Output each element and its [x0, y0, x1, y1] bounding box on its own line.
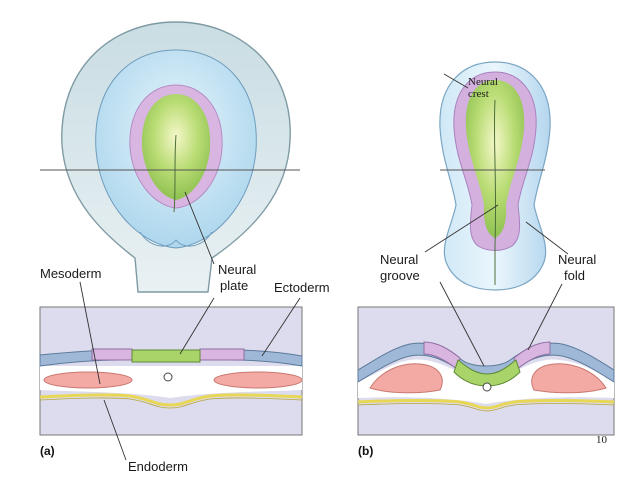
page-number: 10 [596, 434, 608, 446]
cross-section-a-endoderm-edge [39, 397, 303, 409]
leader-neural-groove-section [439, 281, 485, 367]
label-neural-fold-line1: Neural [558, 252, 596, 267]
leader-neural-fold-section [527, 283, 563, 351]
leader-neural-plate-embryo [184, 191, 215, 265]
label-neural-crest-line2: crest [468, 88, 489, 100]
leader-lines [79, 73, 569, 461]
cross-section-a-crest-left [91, 348, 133, 361]
leader-neural-groove-embryo [424, 204, 499, 253]
embryo-b [439, 61, 551, 291]
cross-section-a-crest-right [199, 348, 245, 361]
cross-section-b-mesoderm-left [369, 363, 443, 394]
leader-mesoderm [79, 281, 101, 385]
leader-ectoderm [261, 297, 301, 357]
cross-section-a-mesoderm-right [213, 371, 303, 389]
cross-section-b-mesoderm-right [531, 363, 607, 394]
panel-label-a: (a) [40, 444, 55, 458]
label-mesoderm: Mesoderm [40, 266, 101, 281]
label-neural-plate-line2: plate [220, 278, 248, 293]
leader-neural-crest [443, 73, 469, 89]
cross-section-a-mesoderm-left [43, 371, 133, 389]
cross-section-b-endoderm-edge [357, 403, 615, 412]
label-neural-plate-line1: Neural [218, 262, 256, 277]
cross-section-a-notochord [163, 372, 173, 382]
cross-section-b-neural-groove [453, 359, 521, 387]
leader-neural-fold-embryo [525, 221, 569, 255]
embryo-a-midline [173, 134, 177, 213]
embryo-a-neural-plate [141, 94, 211, 200]
cross-section-a-neural-plate [131, 349, 201, 363]
label-neural-crest-line1: Neural [468, 76, 498, 88]
cross-section-a-endoderm [39, 393, 303, 407]
cross-section-b-endoderm [357, 399, 615, 410]
label-neural-groove-line1: Neural [380, 252, 418, 267]
cross-section-b [357, 306, 615, 436]
leader-endoderm [103, 399, 127, 461]
cross-section-a [39, 306, 303, 436]
label-ectoderm: Ectoderm [274, 280, 330, 295]
panel-label-b: (b) [358, 444, 373, 458]
label-endoderm: Endoderm [128, 459, 188, 474]
cross-section-b-crest-right [513, 341, 551, 371]
cross-section-b-notochord [482, 382, 492, 392]
embryo-a [61, 21, 291, 293]
leader-neural-plate-section [179, 297, 215, 355]
embryo-b-midline [493, 99, 497, 285]
label-neural-fold-line2: fold [564, 268, 585, 283]
label-neural-groove-line2: groove [380, 268, 420, 283]
embryo-a-lobes [139, 231, 213, 247]
